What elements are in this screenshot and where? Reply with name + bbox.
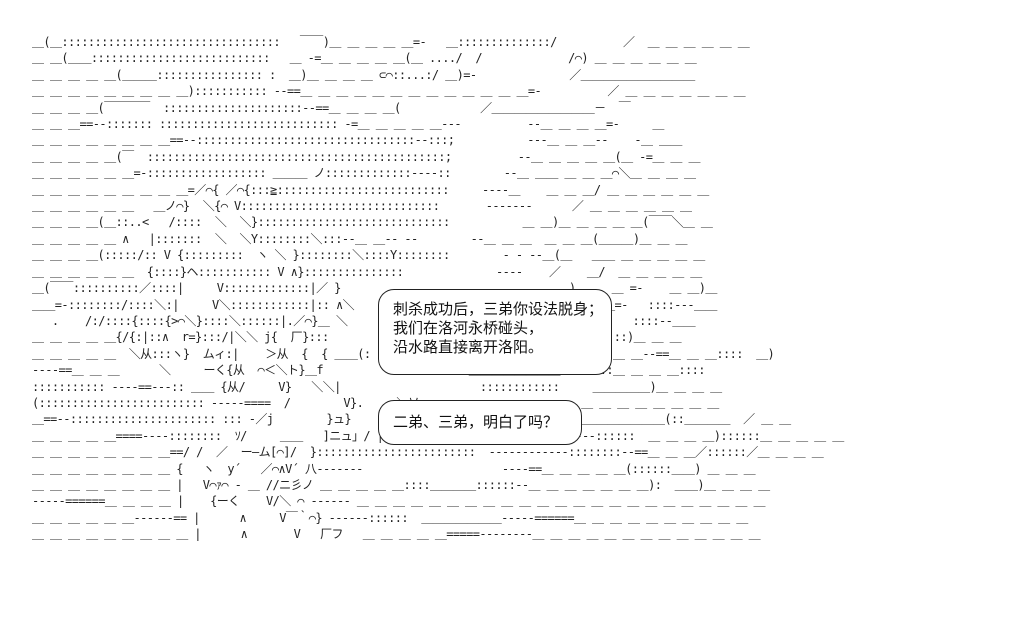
art-line: ＿ ＿ ＿ ＿ ＿ ＿ ＿ ＿ ＿=／⌒{ ／⌒{:::≧:::::::::::…	[32, 182, 709, 197]
bubble-line: 刺杀成功后，三弟你设法脱身；	[393, 300, 604, 318]
art-line: ＿ ＿ ＿ ＿ ＿ ＿ ＿ ＿ ＿)::::::::::: --==＿ ＿ ＿ …	[32, 84, 746, 99]
ascii-art-scene: ＿(＿::::::::::::::::::::::::::::::::: ￣￣)…	[32, 34, 937, 594]
art-line: ＿ ＿ ＿ ＿ ＿ ＿=-:::::::::::::::::: ＿＿＿ ノ:::…	[32, 166, 696, 181]
bubble-line: 我们在洛河永桥碰头，	[393, 319, 544, 337]
speech-bubble-plan: 刺杀成功后，三弟你设法脱身； 我们在洛河永桥碰头， 沿水路直接离开洛阳。	[378, 289, 612, 375]
art-line: ＿ ＿ ＿ ＿ ＿ ＿------== | ∧ V￣｀⌒} ------::::…	[32, 510, 748, 525]
art-line: ＿ ＿ ＿ ＿(:::::/:: V {::::::::: ヽ ＼ }:::::…	[32, 248, 705, 263]
art-line: ＿ ＿ ＿ ＿ ＿ ＿ ＿ノ⌒} ＼{⌒ V::::::::::::::::::…	[32, 199, 692, 214]
bubble-line: 二弟、三弟，明白了吗？	[393, 413, 559, 431]
art-line: ＿ ＿ ＿ ＿ ＿ ＿ ＿ ＿ | V⌒ｧ⌒ - ＿ //ニ彡ノ ＿ ＿ ＿ ＿…	[32, 477, 770, 492]
art-line: ＿ ＿ ＿ ＿ ＿(￣ ::::::::::::::::::::::::::::…	[32, 149, 700, 164]
art-line: ＿ ＿ ＿==--::::::: :::::::::::::::::::::::…	[32, 117, 664, 132]
speech-bubble-question: 二弟、三弟，明白了吗？	[378, 400, 582, 445]
art-line: ＿ ＿ ＿ ＿ ＿ ＿ {::::}ヘ::::::::::: V ∧}:::::…	[32, 264, 702, 279]
art-line: ＿ ＿ ＿ ＿ ＿ ∧ |::::::: ＼ ＼Y::::::::＼:::--＿…	[32, 231, 688, 246]
art-line: ＿ ＿ ＿ ＿ ＿ ＿ ＿ ＿ ＿ | ∧ V 厂フ ＿ ＿ ＿ ＿ ＿====…	[32, 527, 761, 542]
art-line: ＿ ＿ ＿ ＿ ＿(＿＿＿:::::::::::::::: : ＿)＿ ＿ ＿ …	[32, 67, 695, 82]
art-line: ::::::::::: ----==---:: ＿＿ {从/ V} ＼＼| ::…	[32, 379, 722, 394]
bubble-line: 沿水路直接离开洛阳。	[393, 338, 544, 356]
art-line: ＿(￣￣::::::::::／::::| V:::::::::::::|／ } …	[32, 281, 717, 296]
art-line: ＿(＿::::::::::::::::::::::::::::::::: ￣￣)…	[32, 35, 750, 49]
art-line: ＿ ＿ ＿ ＿ ＿ ＿ ＿ ＿==/ / ／ ー―ム[⌒]/ }::::::::…	[32, 445, 824, 460]
art-line: ＿ ＿ ＿ ＿(￣￣￣￣ :::::::::::::::::::::--==＿ …	[32, 100, 631, 115]
art-line: ＿ ＿ ＿ ＿ ＿ ＿ ＿ ＿ { ヽ y´ ／⌒∧V´ 八------- --…	[32, 461, 756, 476]
art-line: ＿ ＿(＿＿::::::::::::::::::::::::::: ＿ -=＿ …	[32, 51, 697, 66]
art-line: ＿ ＿ ＿ ＿(＿::..< /:::: ＼ ＼}:::::::::::::::…	[32, 215, 713, 230]
art-line: -----======＿ ＿ ＿ ＿ | {ーく V/＼ ⌒ ------ ＿ …	[32, 494, 765, 509]
art-line: ＿ ＿ ＿ ＿ ＿ ＿ ＿ ＿==--:::::::::::::::::::::…	[32, 133, 682, 148]
